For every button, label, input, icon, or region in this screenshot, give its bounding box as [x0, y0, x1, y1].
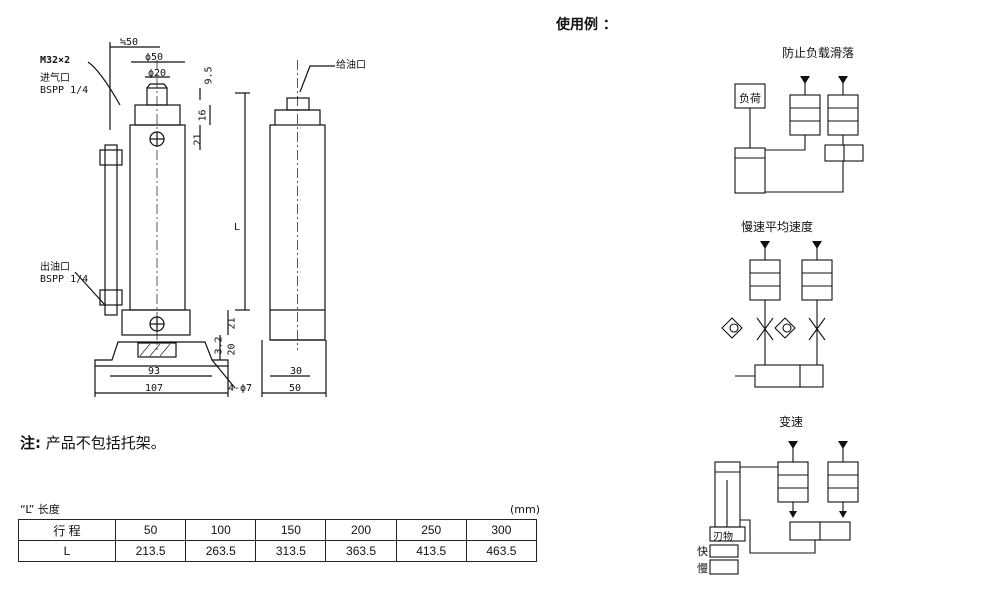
panel1-unit-b	[827, 94, 859, 136]
dim-top-width: ≒50	[120, 37, 139, 48]
panel2-check-b	[774, 317, 796, 339]
dim-93: 93	[148, 366, 161, 377]
oil-outlet-label: 出油口	[40, 262, 70, 273]
cylinder-drawing	[74, 42, 335, 397]
panel1-unit-a	[789, 94, 821, 136]
cylinder-body-front	[129, 124, 186, 311]
air-inlet-label: 进气口	[40, 73, 70, 84]
dim-L: L	[234, 222, 241, 233]
table-row: L 213.5 263.5 313.5 363.5 413.5 463.5	[18, 540, 538, 562]
length-table-unit: (mm)	[510, 503, 541, 516]
table-cell: 263.5	[185, 540, 257, 562]
panel2-unit-a	[749, 259, 781, 301]
dim-3-2: 3.2	[213, 336, 225, 355]
table-cell: 413.5	[395, 540, 467, 562]
product-note: 注: 产品不包括托架。	[20, 432, 166, 453]
length-table-title: “L” 长度	[20, 503, 60, 516]
dim-21-bottom: 21	[226, 317, 238, 330]
usage-title: 使用例 ：	[556, 17, 617, 33]
dim-dia20: ϕ20	[148, 68, 167, 79]
oil-outlet-spec: BSPP 1/4	[40, 274, 89, 285]
dim-dia50: ϕ50	[145, 52, 164, 63]
dim-50-side: 50	[289, 383, 302, 394]
slow-label: 慢	[697, 562, 708, 575]
dim-30: 30	[290, 366, 303, 377]
usage-diagrams	[709, 76, 864, 575]
table-cell: 150	[255, 519, 327, 541]
table-cell: 313.5	[255, 540, 327, 562]
bottom-block	[121, 309, 191, 336]
side-pipe	[104, 144, 118, 316]
table-cell: 100	[185, 519, 257, 541]
oil-fill-label: 给油口	[336, 60, 366, 71]
dim-16: 16	[197, 109, 209, 122]
length-table: 行 程 50 100 150 200 250 300 L 213.5 263.5…	[18, 519, 538, 562]
table-cell: 250	[395, 519, 467, 541]
top-cap	[134, 104, 181, 126]
thread-label: M32×2	[40, 55, 71, 66]
table-cell: 50	[114, 519, 187, 541]
note-prefix: 注:	[20, 434, 41, 452]
row-label-stroke: 行 程	[18, 519, 116, 541]
panel3-unit-b	[827, 461, 859, 503]
panel2-unit-b	[801, 259, 833, 301]
dim-107: 107	[145, 383, 164, 394]
panel1-cylinder	[734, 147, 766, 194]
dim-9-5: 9.5	[203, 66, 215, 85]
dim-20: 20	[226, 343, 238, 356]
blade-box	[709, 526, 746, 542]
air-inlet-spec: BSPP 1/4	[40, 85, 89, 96]
panel3-unit-a	[777, 461, 809, 503]
panel2-cylinder	[754, 364, 824, 388]
top-nut	[146, 87, 168, 106]
table-row: 行 程 50 100 150 200 250 300	[18, 519, 538, 541]
table-cell: 200	[325, 519, 397, 541]
blade-label: 刃物	[713, 532, 733, 543]
table-cell: 363.5	[325, 540, 397, 562]
load-label: 负荷	[739, 92, 761, 105]
table-cell: 463.5	[465, 540, 538, 562]
panel2-check-a	[721, 317, 743, 339]
panel3-title: 变速	[779, 415, 804, 429]
table-cell: 213.5	[114, 540, 187, 562]
fast-label: 快	[697, 545, 708, 558]
panel1-title: 防止负载滑落	[782, 46, 855, 60]
dim-21-top: 21	[192, 133, 204, 146]
row-label-L: L	[18, 540, 116, 562]
dim-holes: 4-ϕ7	[228, 383, 253, 394]
panel2-title: 慢速平均速度	[741, 220, 814, 234]
table-cell: 300	[465, 519, 538, 541]
note-text: 产品不包括托架。	[45, 434, 166, 452]
